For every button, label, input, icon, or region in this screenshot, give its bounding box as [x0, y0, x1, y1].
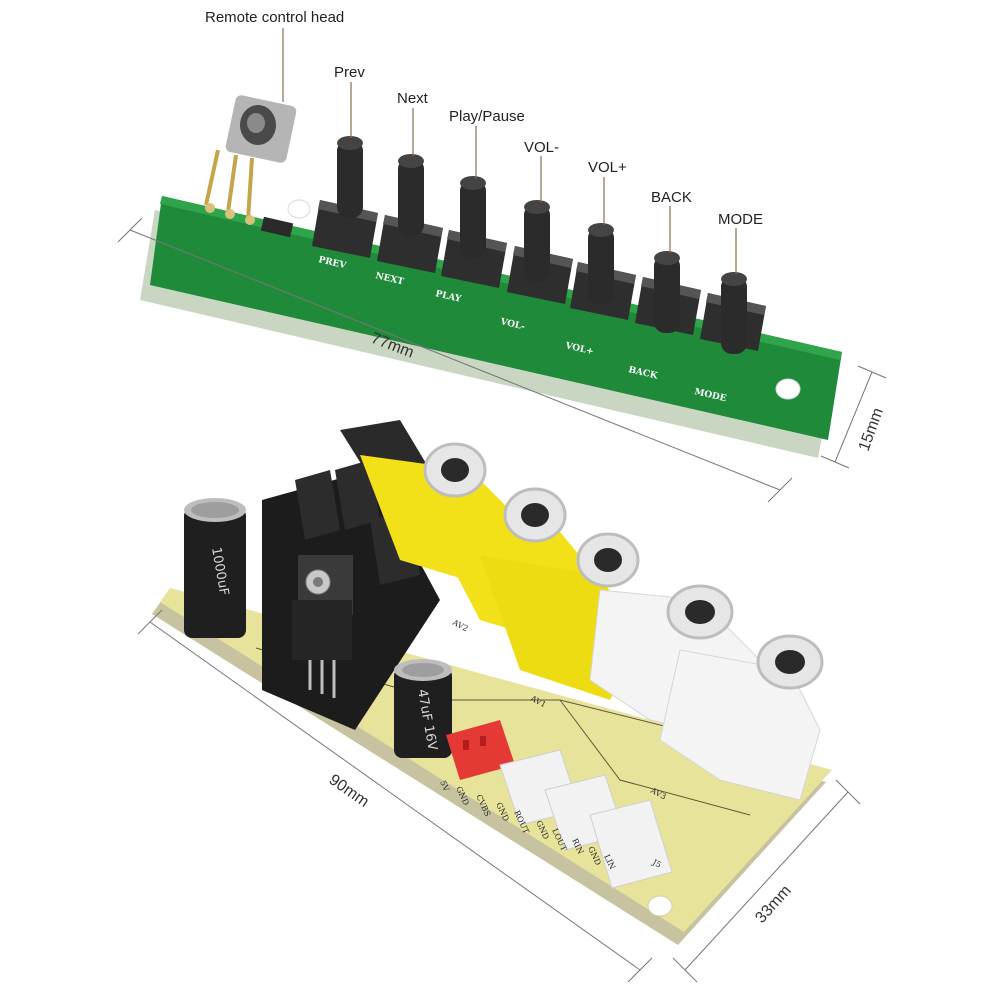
rca-jacks-yellow: [340, 420, 640, 700]
remote-control-board: PREV NEXT PLAY VOL- VOL+ BACK MODE: [140, 95, 842, 458]
voltage-regulator: [292, 555, 353, 698]
label-prev: Prev: [334, 64, 365, 81]
label-vol-down: VOL-: [524, 139, 559, 156]
dimension-77mm: [117, 217, 793, 503]
dimension-90mm: [137, 609, 653, 983]
dimension-15mm: [820, 365, 887, 469]
mounting-hole: [647, 895, 673, 917]
silk-av2: AV2: [450, 617, 469, 633]
label-play-pause: Play/Pause: [449, 108, 525, 125]
silk-j5: J5: [650, 857, 662, 869]
tact-button-mode: [700, 272, 766, 354]
signal-connectors-white: [499, 749, 673, 889]
dimension-label-15mm: 15mm: [856, 406, 887, 454]
tact-button-play: [441, 176, 507, 288]
tact-button-next: [377, 154, 443, 273]
tact-button-prev: [312, 136, 378, 258]
tact-button-voldown: [507, 200, 573, 304]
tact-button-back: [635, 251, 701, 335]
capacitor-47uf: 47uF 16V: [394, 659, 452, 758]
dimension-33mm: [672, 779, 861, 983]
label-vol-up: VOL+: [588, 159, 627, 176]
mounting-hole: [775, 378, 801, 400]
label-mode: MODE: [718, 211, 763, 228]
mounting-hole: [287, 199, 311, 219]
label-remote-control-head: Remote control head: [205, 9, 344, 26]
rca-jacks-white: [589, 584, 824, 801]
av-input-board: 1000uF 47uF 16V: [152, 420, 832, 945]
label-next: Next: [397, 90, 429, 107]
label-back: BACK: [651, 189, 692, 206]
callout-lines: [282, 28, 737, 274]
ir-receiver: [204, 95, 297, 238]
silk-pin-5v: 5V: [438, 779, 451, 793]
capacitor-1000uf: 1000uF: [184, 498, 246, 638]
green-pcb: [150, 196, 842, 440]
dimension-label-90mm: 90mm: [326, 771, 372, 810]
tact-button-volup: [570, 223, 636, 320]
power-connector-red: [446, 720, 515, 780]
